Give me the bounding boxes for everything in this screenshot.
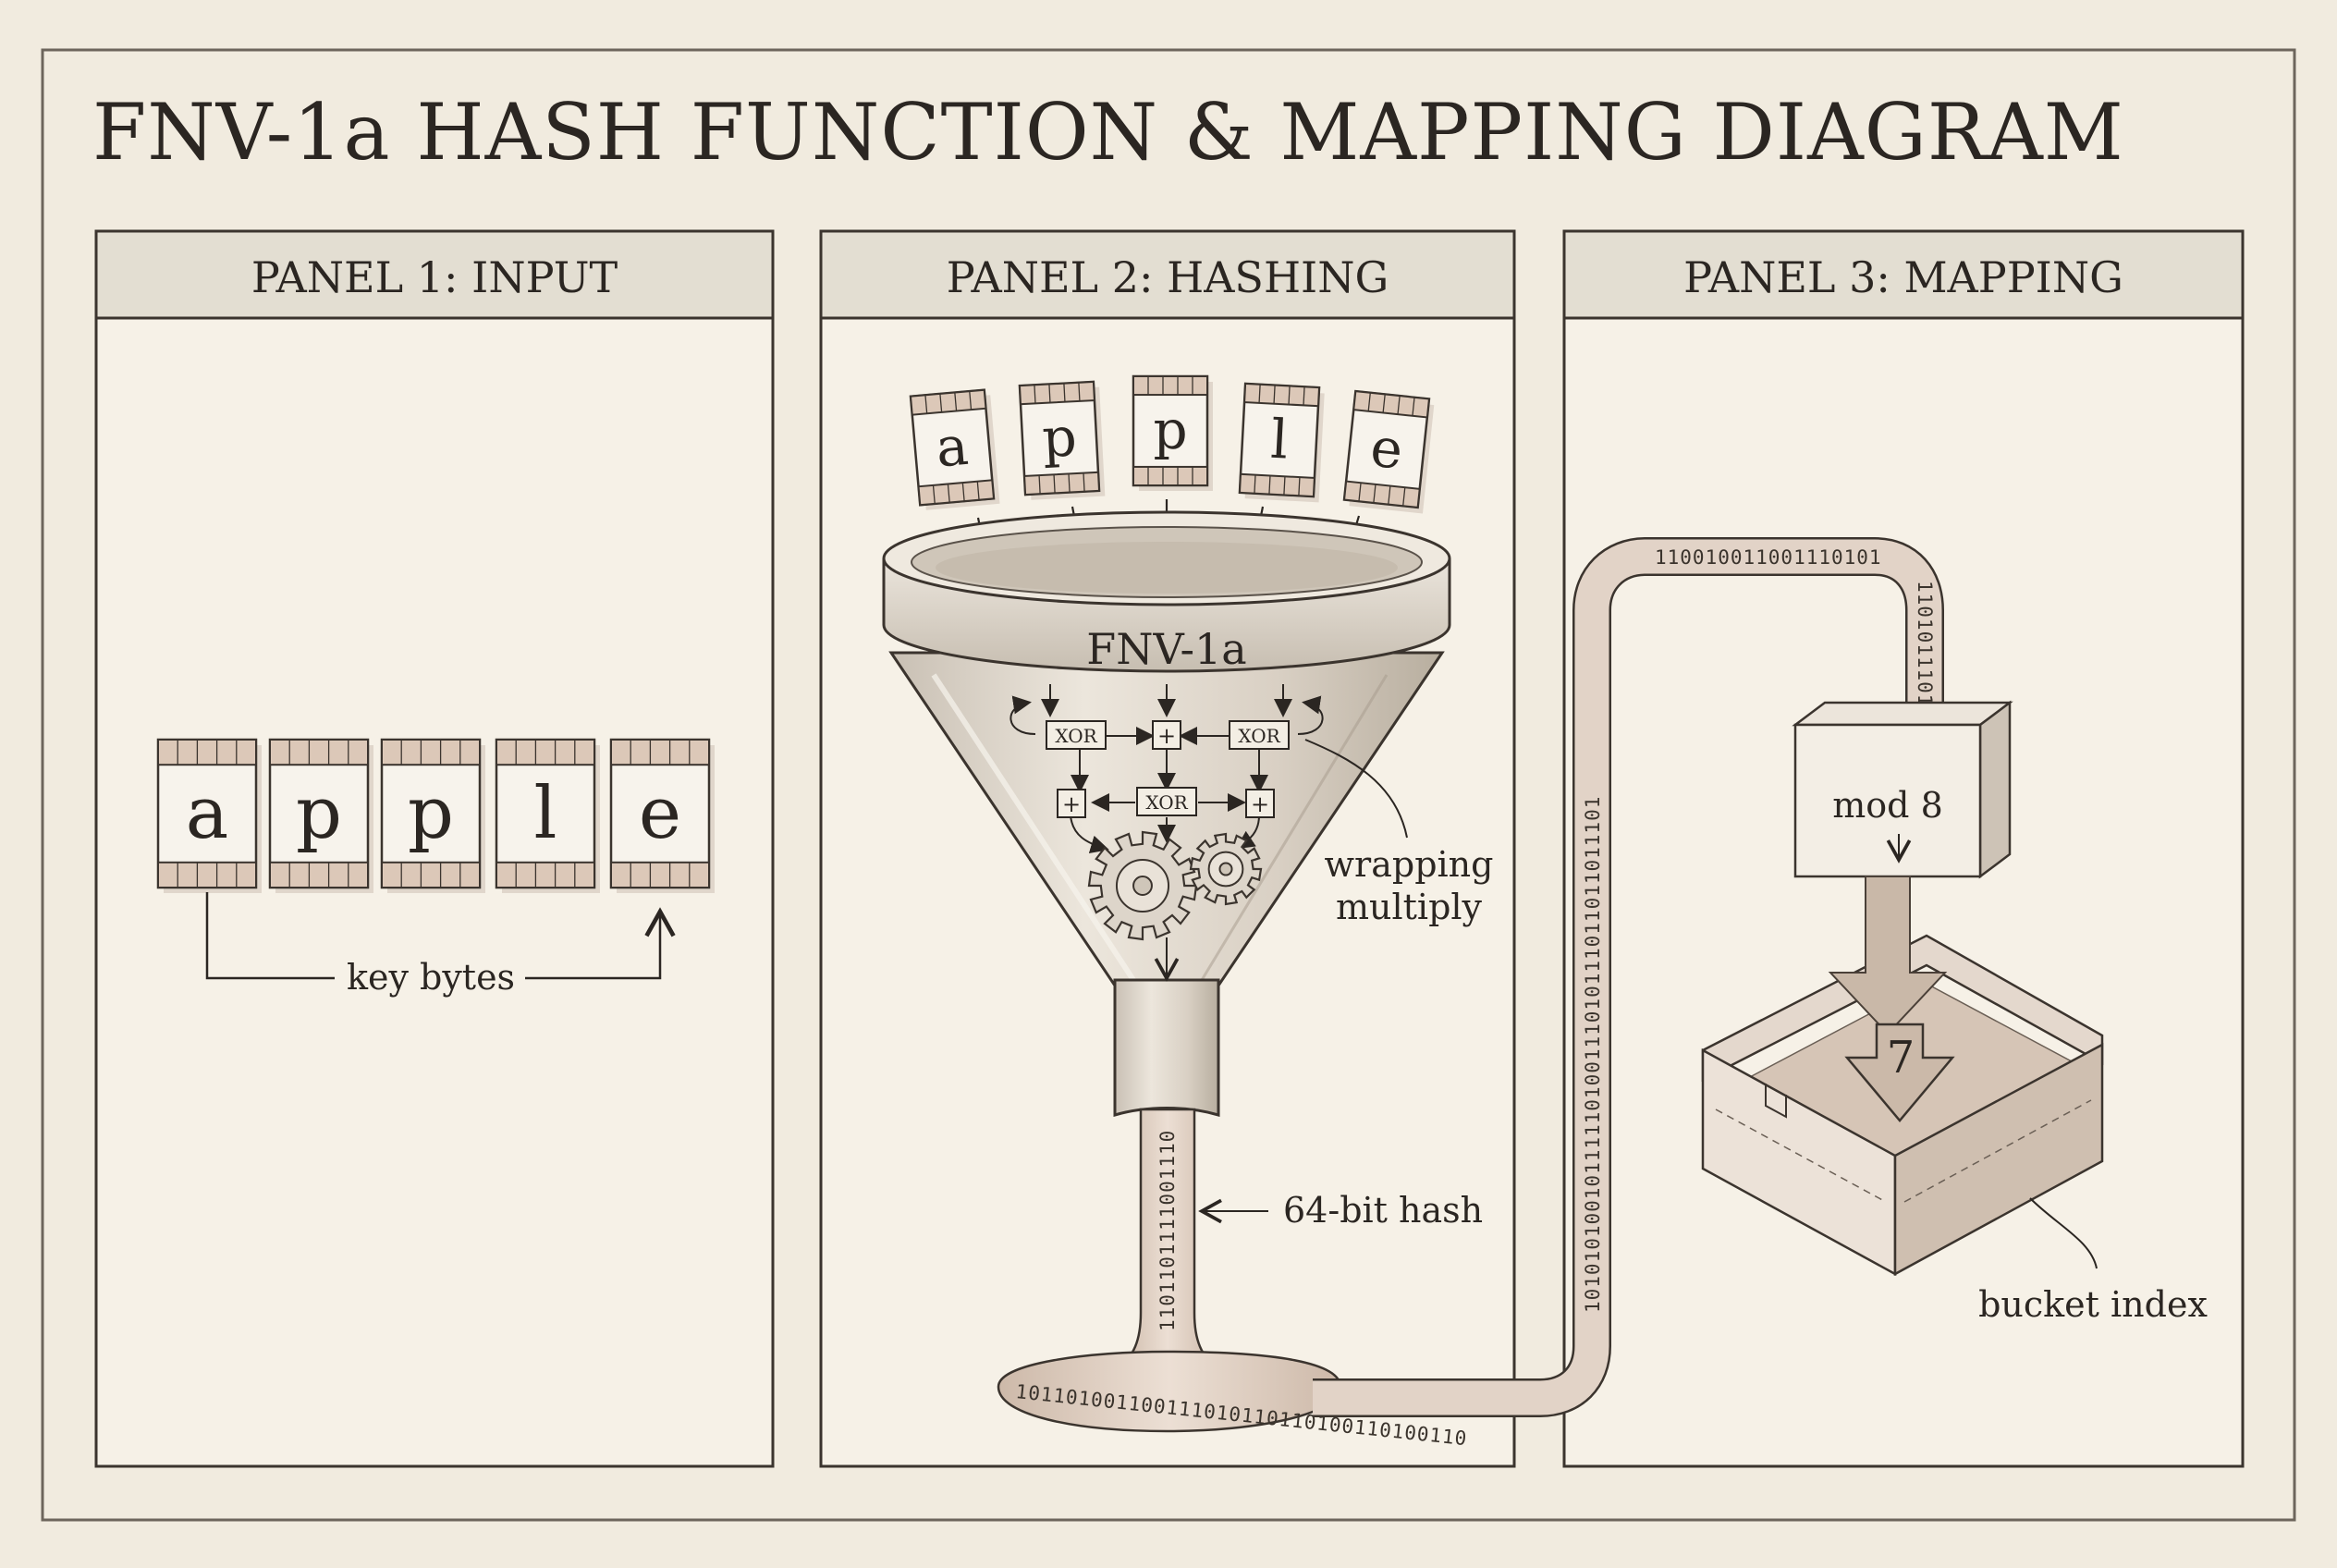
key-byte-letter: l [534, 772, 557, 855]
hash-label: 64-bit hash [1198, 1190, 1483, 1231]
svg-text:+: + [1157, 723, 1176, 749]
key-byte-letter: p [296, 772, 342, 855]
svg-text:XOR: XOR [1145, 791, 1188, 814]
xor-node: XOR [1136, 787, 1197, 816]
svg-text:bucket index: bucket index [1978, 1284, 2208, 1325]
xor-node: XOR [1229, 720, 1290, 750]
bucket: 7 [1701, 876, 2104, 1277]
xor-node: XOR [1046, 720, 1107, 750]
mod-operator-box: mod 8 [1792, 700, 2013, 879]
hash-bits-drop: 1101011101 [1914, 581, 1936, 706]
key-byte-tile: e [1342, 389, 1435, 514]
key-byte-letter: a [934, 414, 971, 480]
svg-text:XOR: XOR [1055, 725, 1097, 747]
operation-graph: XOR + XOR + XOR + [1009, 684, 1324, 982]
key-byte-tile: l [1238, 382, 1325, 503]
key-bytes-bracket: key bytes [205, 892, 676, 998]
key-byte-letter: a [186, 772, 229, 855]
key-byte-tile: p [1018, 380, 1106, 500]
key-byte-tile: l [495, 738, 600, 893]
panel-title: PANEL 1: INPUT [251, 252, 618, 302]
gear-icon [1189, 832, 1263, 906]
key-byte-letter: e [639, 772, 681, 855]
key-byte-letter: l [1269, 408, 1290, 472]
panel-title: PANEL 3: MAPPING [1683, 252, 2123, 302]
hash-tube: 1010101001011111010011101011101101101110… [1313, 537, 1947, 1417]
key-byte-tile: p [380, 738, 485, 893]
key-byte-tile: a [909, 388, 1000, 510]
key-byte-tile: p [1132, 374, 1213, 491]
key-byte-tile: a [156, 738, 262, 893]
bucket-index-label: bucket index [1978, 1197, 2208, 1325]
svg-text:wrapping: wrapping [1325, 844, 1494, 885]
hash-bits-stem: 1101101111001110 [1156, 1130, 1179, 1331]
add-node: + [1152, 720, 1181, 750]
mod-label: mod 8 [1832, 785, 1943, 826]
outer-frame [41, 48, 2296, 1522]
add-node: + [1057, 789, 1086, 818]
bucket-value: 7 [1887, 1032, 1915, 1084]
svg-text:XOR: XOR [1238, 725, 1280, 747]
svg-text:+: + [1062, 791, 1081, 817]
svg-text:64-bit hash: 64-bit hash [1283, 1190, 1483, 1231]
key-byte-letter: e [1367, 416, 1405, 482]
key-bytes-label: key bytes [347, 957, 515, 998]
key-byte-letter: p [1153, 398, 1187, 461]
key-byte-letter: p [1041, 405, 1079, 470]
key-byte-tile: e [609, 738, 715, 893]
svg-text:multiply: multiply [1336, 887, 1483, 927]
panel-title: PANEL 2: HASHING [947, 252, 1389, 302]
key-byte-letter: p [408, 772, 454, 855]
wrapping-multiply-callout: wrapping multiply [1304, 739, 1494, 927]
page-title: FNV-1a HASH FUNCTION & MAPPING DIAGRAM [92, 87, 2124, 178]
hash-bits-riser: 1010101001011111010011101011101101101110… [1582, 796, 1604, 1313]
hash-bits-top: 110010011001110101 [1655, 546, 1882, 569]
svg-text:+: + [1251, 791, 1269, 817]
key-byte-tile: p [268, 738, 373, 893]
add-node: + [1245, 789, 1275, 818]
gear-icon [1087, 830, 1198, 941]
funnel-label: FNV-1a [1086, 624, 1246, 674]
